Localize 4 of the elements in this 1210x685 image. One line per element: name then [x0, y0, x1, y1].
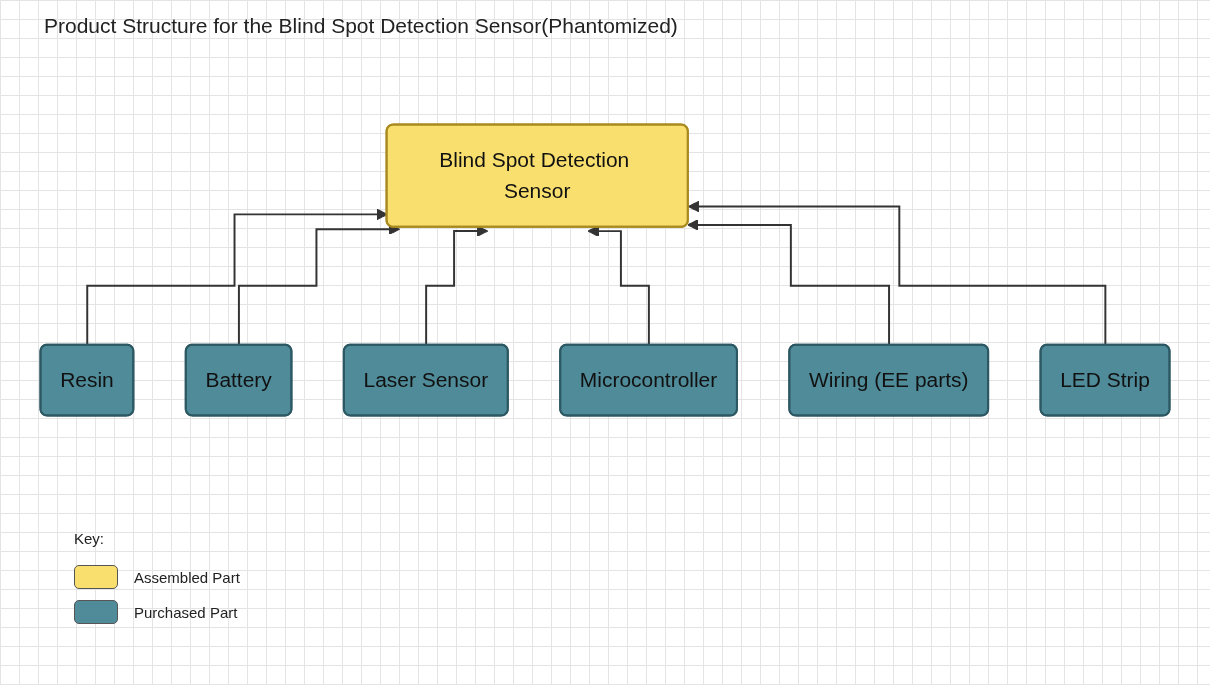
- diagram-title: Product Structure for the Blind Spot Detection Sensor(Phantomized): [44, 14, 678, 38]
- legend-label: Assembled Part: [134, 568, 240, 586]
- legend-label: Purchased Part: [134, 603, 238, 621]
- legend-heading: Key:: [74, 530, 104, 547]
